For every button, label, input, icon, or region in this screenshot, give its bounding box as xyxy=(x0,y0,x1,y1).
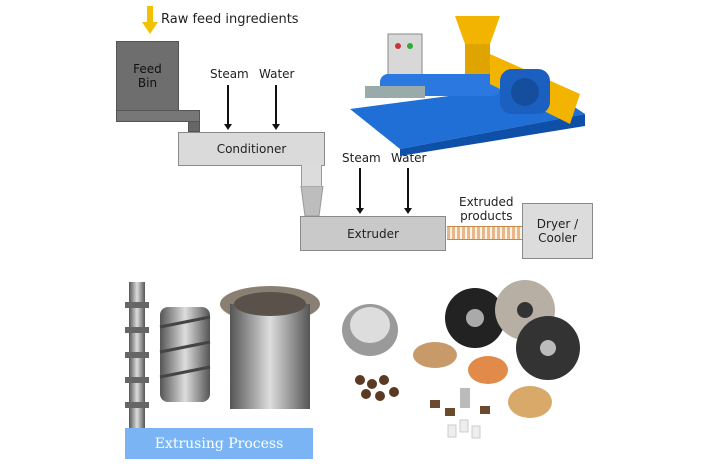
extruded-products-stream xyxy=(447,226,523,240)
conditioner-chute xyxy=(301,165,322,187)
extruded-products-label-2: products xyxy=(460,209,513,223)
feed-bin-chute xyxy=(188,121,200,132)
feed-bin: Feed Bin xyxy=(116,41,179,111)
steam-arrow-icon xyxy=(224,85,232,130)
extruder-label: Extruder xyxy=(347,226,399,241)
dryer-cooler-box: Dryer / Cooler xyxy=(522,203,593,259)
feed-bin-label-1: Feed xyxy=(133,62,162,76)
extruder-machine-photo xyxy=(350,16,585,156)
extruded-products-label: Extruded products xyxy=(459,195,514,223)
conditioner-steam-label: Steam xyxy=(210,67,249,81)
screw-parts-photo xyxy=(125,282,320,428)
conditioner-box: Conditioner xyxy=(178,132,325,166)
extruder-hopper xyxy=(300,186,324,217)
dryer-label-2: Cooler xyxy=(538,231,577,245)
steam-arrow-icon xyxy=(356,168,364,214)
extruder-steam-label: Steam xyxy=(342,151,381,165)
extruder-box: Extruder xyxy=(300,216,446,251)
caption-banner: Extrusing Process xyxy=(125,428,313,459)
raw-feed-label: Raw feed ingredients xyxy=(161,12,299,27)
extruder-water-label: Water xyxy=(391,151,427,165)
input-arrow-icon xyxy=(142,6,158,34)
conditioner-water-label: Water xyxy=(259,67,295,81)
water-arrow-icon xyxy=(404,168,412,214)
dryer-label-1: Dryer / xyxy=(536,217,579,231)
die-plates-and-pellets-photo xyxy=(342,280,580,439)
feed-bin-ledge xyxy=(116,110,200,122)
conditioner-label: Conditioner xyxy=(216,142,287,156)
water-arrow-icon xyxy=(272,85,280,130)
extruded-products-label-1: Extruded xyxy=(459,195,514,209)
feed-bin-label-2: Bin xyxy=(137,76,158,90)
